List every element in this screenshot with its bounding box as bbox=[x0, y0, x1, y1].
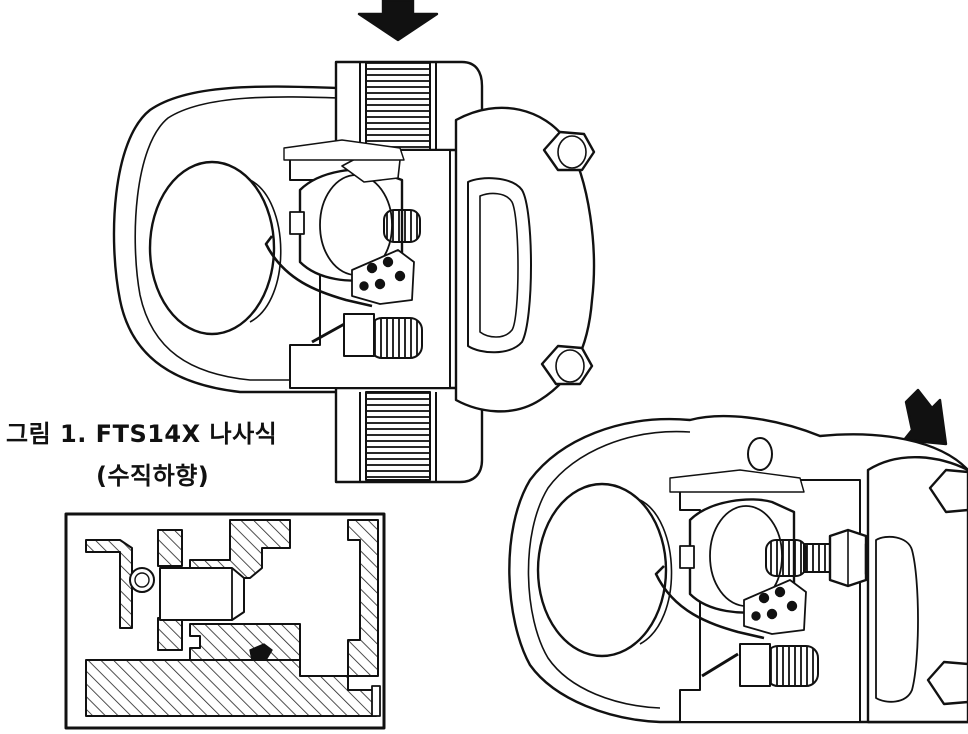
main-valve-holder bbox=[343, 313, 375, 357]
trap-horizontal-assembly bbox=[508, 388, 968, 724]
main-valve-holder bbox=[739, 643, 771, 687]
inset-plug bbox=[371, 685, 381, 717]
float-chamber-inner-lip bbox=[134, 96, 341, 381]
inset-seat-upper bbox=[157, 529, 183, 567]
inset-seal bbox=[249, 643, 273, 661]
vent-seat-thread bbox=[383, 209, 421, 243]
diagonal-arrow-icon bbox=[902, 388, 948, 446]
perforated-bracket bbox=[351, 249, 415, 305]
main-valve-seat bbox=[765, 645, 819, 687]
ball-float bbox=[536, 482, 668, 658]
body-inner-lip bbox=[527, 430, 691, 709]
ball-float bbox=[148, 160, 276, 336]
inset-lower-seat bbox=[189, 623, 301, 661]
capsule-clip bbox=[679, 545, 695, 569]
access-hole bbox=[747, 437, 773, 471]
float-lever bbox=[264, 235, 373, 308]
cover-bolt-bottom bbox=[540, 344, 594, 386]
outlet-thread bbox=[365, 391, 431, 481]
detail-inset bbox=[64, 512, 386, 730]
figure-caption-subtitle: (수직하향) bbox=[96, 462, 210, 490]
inset-base bbox=[85, 659, 377, 717]
figure-caption-title: 그림 1. FTS14X 나사식 bbox=[6, 420, 278, 448]
trap-vertical-assembly bbox=[112, 0, 596, 484]
vent-stem bbox=[803, 543, 831, 573]
gasket-strip bbox=[283, 139, 405, 161]
vent-stem-thread bbox=[765, 539, 807, 577]
perforated-bracket bbox=[743, 579, 807, 635]
inset-right-wall bbox=[347, 519, 379, 677]
cover-bolt-top bbox=[542, 130, 596, 172]
inlet-thread bbox=[365, 61, 431, 151]
pivot-pin bbox=[311, 320, 349, 344]
float-lever bbox=[654, 565, 765, 640]
inset-seat-lower bbox=[157, 617, 183, 651]
cover-bolt-top bbox=[928, 468, 968, 514]
inset-bracket bbox=[85, 539, 133, 629]
main-valve-seat bbox=[369, 317, 423, 359]
ball-float-shade bbox=[639, 499, 673, 645]
gasket-strip bbox=[669, 469, 805, 493]
inset-upper-wall bbox=[189, 519, 291, 579]
inset-ball bbox=[129, 567, 155, 593]
cover-window bbox=[875, 535, 919, 703]
cover-bolt-bottom bbox=[926, 660, 968, 706]
ball-float-shade bbox=[249, 179, 282, 323]
capsule-clip bbox=[289, 211, 305, 235]
cover-window-inner bbox=[479, 192, 519, 338]
pivot-pin bbox=[701, 652, 739, 678]
down-arrow-icon bbox=[357, 0, 439, 42]
